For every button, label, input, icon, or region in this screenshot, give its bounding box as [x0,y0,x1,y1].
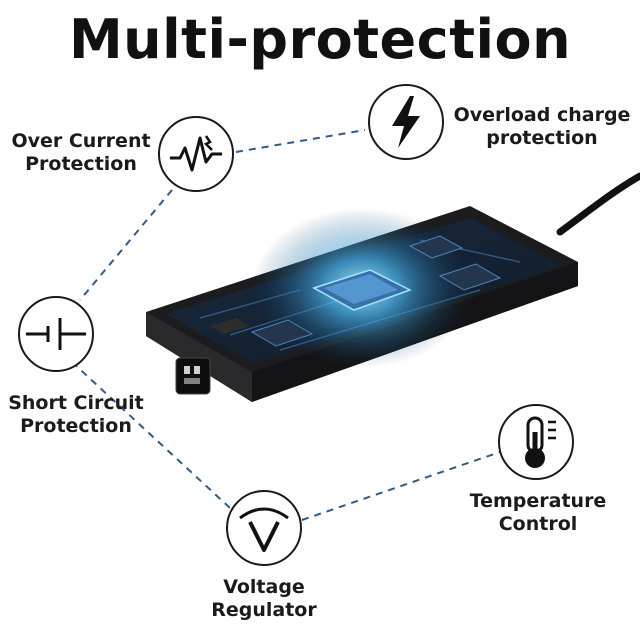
short-circuit-label: Short Circuit Protection [8,392,144,437]
voltage-circle [226,490,302,566]
temperature-circle [498,404,574,480]
waveform-spark-icon [170,135,222,172]
battery-symbol-icon [26,318,86,350]
temperature-label: Temperature Control [469,490,607,535]
page-title: Multi-protection [68,8,572,71]
thermometer-icon [525,416,556,468]
over-current-label: Over Current Protection [11,130,151,175]
connector-short-voltage [71,361,231,509]
overload-label: Overload charge protection [453,104,631,149]
overload-circle [368,84,444,160]
connector-overcurrent-overload [235,129,366,153]
voltage-v-icon [239,507,289,552]
short-circuit-circle [18,296,94,372]
over-current-circle [158,116,234,192]
lightning-bolt-icon [392,96,420,148]
connector-overcurrent-short [79,189,173,301]
connector-voltage-temperature [301,451,501,521]
voltage-label: Voltage Regulator [211,576,317,621]
